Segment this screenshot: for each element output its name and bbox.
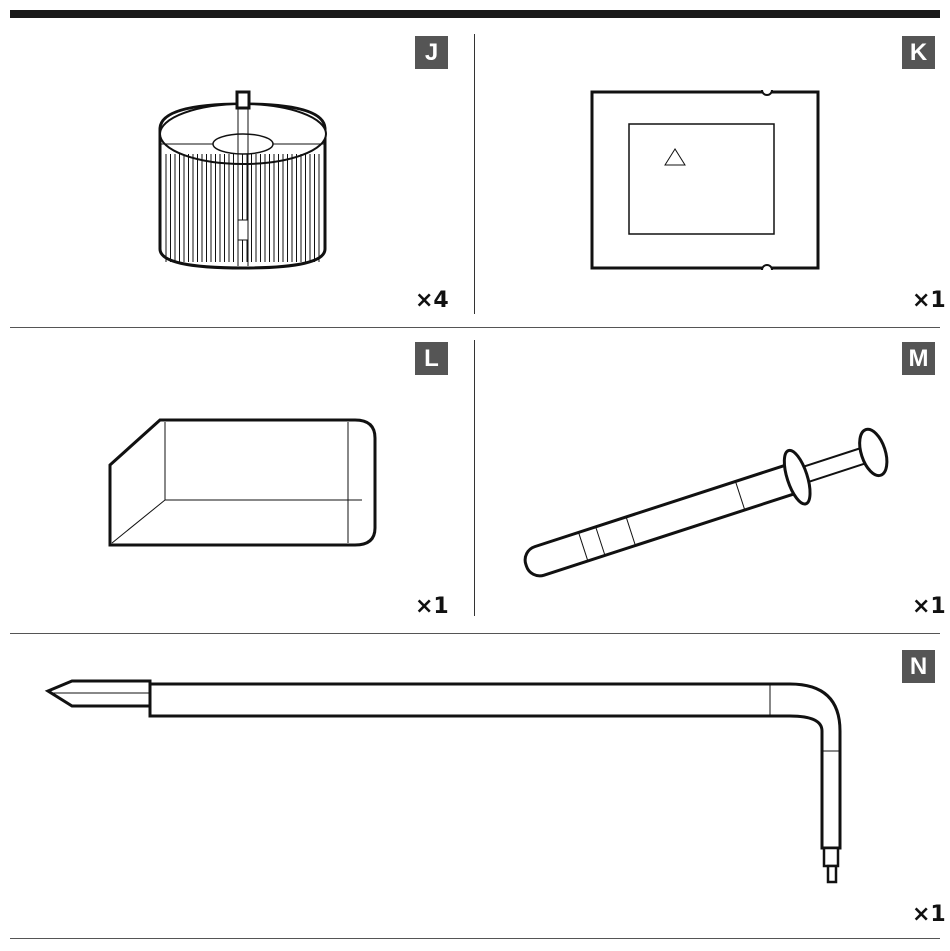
part-badge: K xyxy=(902,36,935,69)
part-j-cell: J ×4 xyxy=(10,24,470,324)
part-quantity: ×4 xyxy=(415,288,449,314)
part-badge: N xyxy=(902,650,935,683)
part-quantity: ×1 xyxy=(912,594,946,620)
part-badge: M xyxy=(902,342,935,375)
column-divider xyxy=(474,34,475,314)
thermal-pad-icon xyxy=(479,24,949,324)
part-k-cell: K ×1 xyxy=(479,24,949,324)
part-l-cell: L ×1 xyxy=(10,330,470,630)
part-quantity: ×1 xyxy=(415,594,449,620)
part-quantity: ×1 xyxy=(912,288,946,314)
column-divider xyxy=(474,340,475,616)
row-divider xyxy=(10,633,940,634)
part-badge: L xyxy=(415,342,448,375)
part-quantity: ×1 xyxy=(912,902,946,928)
thumb-screw-icon xyxy=(10,24,470,324)
bottom-rule xyxy=(10,938,940,939)
part-badge: J xyxy=(415,36,448,69)
thermal-paste-syringe-icon xyxy=(479,330,949,630)
part-m-cell: M ×1 xyxy=(479,330,949,630)
foam-block-icon xyxy=(10,330,470,630)
row-divider xyxy=(10,327,940,328)
part-n-cell: N ×1 xyxy=(10,636,949,936)
screwdriver-icon xyxy=(10,636,949,936)
top-rule xyxy=(10,10,940,18)
